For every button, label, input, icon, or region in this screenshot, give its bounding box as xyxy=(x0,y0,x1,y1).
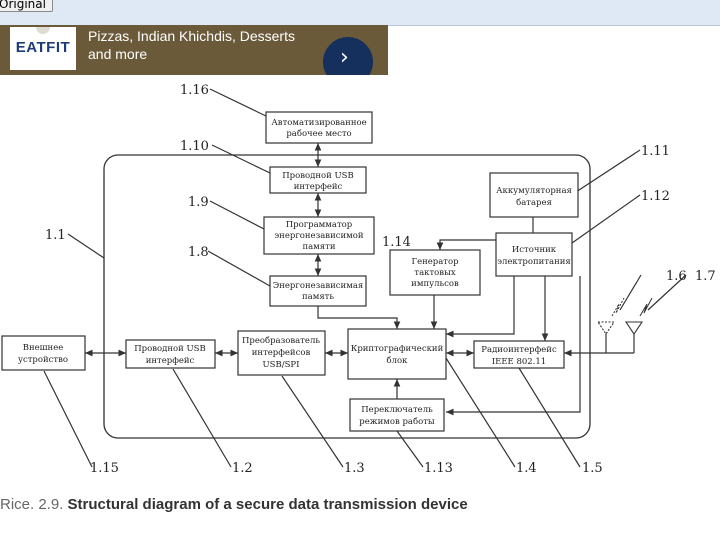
block-programmer-line2: энергонезависимой xyxy=(274,231,363,241)
block-mode-switch: Переключатель режимов работы xyxy=(349,398,445,432)
ad-banner[interactable]: EATFIT Pizzas, Indian Khichdis, Desserts… xyxy=(0,25,388,75)
logo-emblem-icon xyxy=(36,27,50,34)
label-1-9: 1.9 xyxy=(188,195,209,210)
block-converter-line2: интерфейсов xyxy=(252,348,311,358)
caption-prefix: Rice. 2.9. xyxy=(0,496,64,513)
block-radio-line2: IEEE 802.11 xyxy=(492,357,546,367)
block-usb-interface-top: Проводной USB интерфейс xyxy=(269,166,367,194)
label-1-14: 1.14 xyxy=(382,235,411,250)
block-usb-left-line1: Проводной USB xyxy=(134,344,206,354)
eatfit-logo: EATFIT xyxy=(10,27,76,70)
label-1-7: 1.7 xyxy=(695,269,716,284)
block-battery-line1: Аккумуляторная xyxy=(496,186,572,196)
label-1-12: 1.12 xyxy=(641,189,670,204)
reference-labels: 1.16 1.10 1.9 1.8 1.1 1.11 1.12 1.14 1.6… xyxy=(45,83,716,476)
block-workstation-line2: рабочее место xyxy=(286,128,351,139)
block-clock-line1: Генератор xyxy=(411,257,459,267)
ad-next-button[interactable]: › xyxy=(323,37,373,75)
device-outline xyxy=(103,154,591,439)
antenna-1-6-icon xyxy=(596,297,625,335)
block-usb-left-line2: интерфейс xyxy=(146,356,195,366)
block-clock-line2: тактовых xyxy=(414,268,455,278)
label-1-6: 1.6 xyxy=(666,269,687,284)
block-usb-top-line1: Проводной USB xyxy=(282,171,354,181)
label-1-16: 1.16 xyxy=(180,83,209,98)
label-1-5: 1.5 xyxy=(582,461,603,476)
label-1-13: 1.13 xyxy=(424,461,453,476)
block-clock-generator: Генератор тактовых импульсов xyxy=(389,249,481,296)
ad-text: Pizzas, Indian Khichdis, Desserts and mo… xyxy=(88,28,295,62)
block-power-source: Источник электропитания xyxy=(495,232,573,277)
block-battery-line2: батарея xyxy=(516,197,552,208)
block-crypto: Криптографический блок xyxy=(347,328,447,380)
block-crypto-line1: Криптографический xyxy=(351,344,444,354)
block-radio-line1: Радиоинтерфейс xyxy=(481,345,557,355)
block-mode-switch-line1: Переключатель xyxy=(361,405,433,415)
block-nonvolatile-memory: Энергонезависимая память xyxy=(269,275,367,307)
block-interface-converter: Преобразователь интерфейсов USB/SPI xyxy=(237,330,326,376)
label-1-8: 1.8 xyxy=(188,245,209,260)
label-1-11: 1.11 xyxy=(641,144,670,159)
chevron-right-icon: › xyxy=(340,45,349,70)
antenna-1-7-icon xyxy=(624,297,653,335)
block-external-line2: устройство xyxy=(18,355,68,365)
structural-diagram: Автоматизированное рабочее место Проводн… xyxy=(1,83,716,476)
block-mode-switch-line2: режимов работы xyxy=(359,416,435,427)
block-converter-line1: Преобразователь xyxy=(242,335,320,346)
label-1-10: 1.10 xyxy=(180,139,209,154)
block-clock-line3: импульсов xyxy=(411,279,459,289)
block-nvmem-line2: память xyxy=(302,292,334,302)
block-nvmem-line1: Энергонезависимая xyxy=(273,281,364,291)
block-crypto-line2: блок xyxy=(387,355,409,366)
block-power-line2: электропитания xyxy=(497,257,571,267)
figure-caption: Rice. 2.9. Structural diagram of a secur… xyxy=(0,496,468,513)
label-1-3: 1.3 xyxy=(344,461,365,476)
block-power-line1: Источник xyxy=(512,245,557,255)
connectors xyxy=(85,143,635,416)
block-external-line1: Внешнее xyxy=(23,343,64,353)
label-1-15: 1.15 xyxy=(90,461,119,476)
block-converter-line3: USB/SPI xyxy=(263,360,300,370)
label-1-2: 1.2 xyxy=(232,461,253,476)
block-programmer-line1: Программатор xyxy=(286,220,353,230)
label-1-1: 1.1 xyxy=(45,228,66,243)
block-external-device: Внешнее устройство xyxy=(1,335,86,371)
caption-title: Structural diagram of a secure data tran… xyxy=(67,496,468,513)
leader-lines xyxy=(43,88,687,468)
block-workstation-line1: Автоматизированное xyxy=(271,118,366,128)
block-battery: Аккумуляторная батарея xyxy=(489,172,579,218)
original-button[interactable]: Original xyxy=(0,0,53,12)
block-programmer-line3: памяти xyxy=(302,242,335,252)
logo-text: EATFIT xyxy=(15,39,71,56)
label-1-4: 1.4 xyxy=(516,461,537,476)
block-programmer: Программатор энергонезависимой памяти xyxy=(263,216,375,255)
block-radio-interface: Радиоинтерфейс IEEE 802.11 xyxy=(473,340,565,369)
top-bar: Original xyxy=(0,0,720,26)
block-usb-interface-left: Проводной USB интерфейс xyxy=(125,339,216,369)
block-workstation: Автоматизированное рабочее место xyxy=(265,111,373,144)
block-usb-top-line2: интерфейс xyxy=(294,182,343,192)
